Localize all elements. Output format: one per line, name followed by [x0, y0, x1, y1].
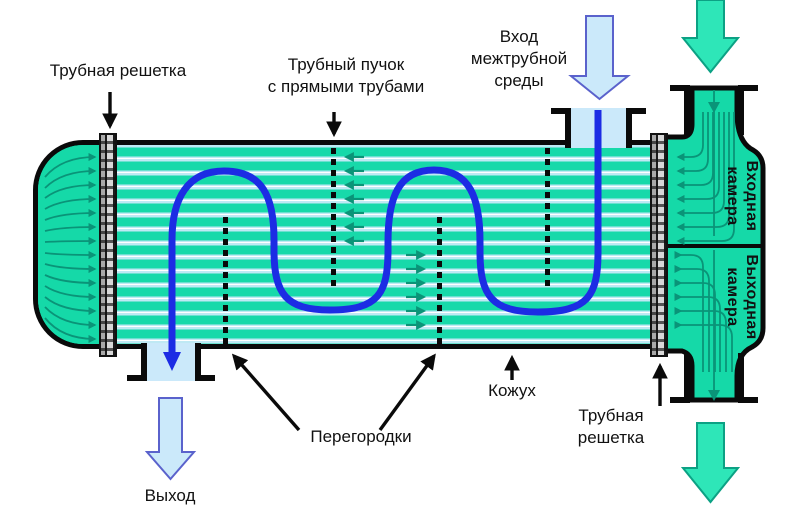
label-tube-sheet-right-line2: решетка [577, 428, 645, 448]
baffle-3 [437, 217, 442, 344]
nozzle-flange [670, 85, 690, 91]
nozzle-flange [738, 85, 758, 91]
left-return-chamber [38, 145, 104, 344]
nozzle-flange [195, 375, 215, 381]
label-shell-side-inlet-line2: межтрубной [470, 49, 568, 69]
label-outlet-chamber: Выходная камера [723, 254, 761, 339]
tube-bundle-stripes [100, 145, 650, 344]
nozzle-flange [551, 108, 571, 114]
nozzle-flange [626, 108, 646, 114]
shell-side-outlet-arrow [144, 397, 197, 481]
baffle-1 [223, 217, 228, 344]
label-tube-bundle-line1: Трубный пучок [287, 55, 405, 74]
nozzle-flange [127, 375, 147, 381]
shell-side-inlet-arrow [568, 15, 631, 101]
baffle-2 [331, 148, 336, 287]
label-outlet: Выход [144, 486, 196, 505]
tube-side-outlet-arrow [680, 422, 741, 504]
tube-sheet-right [650, 133, 668, 357]
baffle-4 [545, 148, 550, 287]
label-inlet-chamber: Входная камера [723, 161, 761, 232]
label-baffles: Перегородки [310, 427, 412, 446]
label-inlet-chamber-line2: камера [724, 166, 741, 226]
tube-side-outlet-nozzle [670, 353, 758, 403]
label-outlet-chamber-line1: Выходная [743, 254, 761, 340]
label-shell: Кожух [488, 381, 536, 400]
pointer-baffle-left [231, 353, 301, 432]
tube-side-inlet-arrow [680, 0, 741, 74]
label-tube-sheet-left: Трубная решетка [49, 61, 187, 80]
label-outlet-chamber-line2: камера [724, 267, 741, 327]
shell-body [33, 140, 655, 349]
nozzle-flange [738, 397, 758, 403]
tube-sheet-left [99, 133, 117, 357]
label-tube-sheet-right: Трубная решетка [578, 405, 645, 449]
label-shell-side-inlet-line1: Вход [499, 27, 539, 46]
label-shell-side-inlet-line3: среды [494, 71, 544, 91]
tube-side-inlet-nozzle [670, 85, 758, 135]
nozzle-flange [670, 397, 690, 403]
shell-side-outlet-nozzle [127, 343, 215, 381]
shell-side-inlet-nozzle [551, 108, 646, 148]
label-tube-bundle: Трубный пучок с прямыми трубами [268, 54, 424, 98]
label-shell-side-inlet: Вход межтрубной среды [471, 26, 567, 92]
label-tube-bundle-line2: с прямыми трубами [267, 77, 425, 97]
pointer-baffle-right [378, 353, 436, 432]
label-inlet-chamber-line1: Входная [743, 160, 761, 232]
label-tube-sheet-right-line1: Трубная [578, 406, 644, 425]
